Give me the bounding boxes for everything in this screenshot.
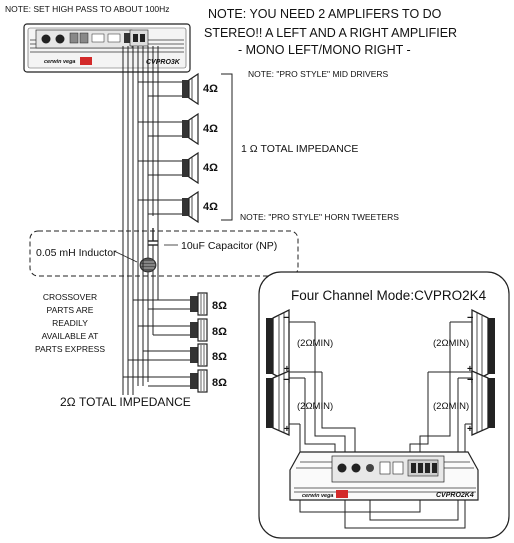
plus-mark: + [284, 424, 290, 435]
sub-top-right-label: (2ΩMIN) [433, 338, 469, 349]
amp-note-line2: STEREO!! A LEFT AND A RIGHT AMPLIFIER [204, 26, 457, 40]
brand-logo-text: cerwin vega [302, 493, 334, 499]
amp-note-line1: NOTE: YOU NEED 2 AMPLIFERS TO DO [208, 7, 442, 21]
mid-drivers-bracket [221, 73, 233, 221]
tweeter-speakers [190, 292, 208, 393]
subwoofer-bottom-right [471, 370, 495, 436]
mid-driver-2 [182, 112, 199, 146]
plus-mark: + [284, 364, 290, 375]
mid-driver-4-impedance: 4Ω [203, 201, 218, 213]
mid-driver-3-impedance: 4Ω [203, 162, 218, 174]
svg-text:READILY: READILY [52, 318, 88, 328]
mid-drivers-note: NOTE: "PRO STYLE" MID DRIVERS [248, 69, 388, 79]
subwoofer-bottom-left [266, 370, 290, 436]
tweeter-4 [190, 369, 208, 393]
svg-text:PARTS EXPRESS: PARTS EXPRESS [35, 344, 105, 354]
mid-driver-speakers [182, 72, 199, 224]
top-amp-model: CVPRO3K [146, 59, 181, 66]
mid-driver-wiring [122, 46, 182, 395]
sub-top-left-label: (2ΩMIN) [297, 338, 333, 349]
minus-mark: − [283, 374, 289, 386]
svg-text:CROSSOVER: CROSSOVER [43, 292, 97, 302]
four-channel-title: Four Channel Mode:CVPRO2K4 [291, 288, 487, 303]
mid-driver-2-impedance: 4Ω [203, 123, 218, 135]
plus-mark: + [467, 424, 473, 435]
brand-logo-text: cerwin vega [44, 59, 76, 65]
brand-logo-mark [80, 57, 92, 65]
mid-total-impedance: 1 Ω TOTAL IMPEDANCE [241, 143, 358, 155]
tweeter-3 [190, 343, 208, 367]
sub-bottom-left-label: (2ΩMIN) [297, 401, 333, 412]
tweeter-total-impedance: 2Ω TOTAL IMPEDANCE [60, 395, 191, 409]
inductor-symbol [139, 212, 157, 382]
subwoofer-top-left [266, 308, 290, 384]
polarity-marks: − + − + − + − + [283, 312, 473, 435]
plus-mark: + [467, 364, 473, 375]
inductor-leader [113, 250, 138, 263]
top-amplifier: cerwin vega CVPRO3K [23, 23, 191, 73]
horn-tweeters-note: NOTE: "PRO STYLE" HORN TWEETERS [240, 212, 399, 222]
sub-bottom-right-label: (2ΩMIN) [433, 401, 469, 412]
mid-driver-3 [182, 151, 199, 185]
tweeter-2-impedance: 8Ω [212, 326, 227, 338]
inductor-label: 0.05 mH Inductor [36, 247, 117, 259]
svg-text:PARTS ARE: PARTS ARE [47, 305, 94, 315]
amp-note-line3: - MONO LEFT/MONO RIGHT - [238, 43, 411, 57]
tweeter-3-impedance: 8Ω [212, 351, 227, 363]
subwoofer-top-right [471, 308, 495, 384]
svg-text:AVAILABLE AT: AVAILABLE AT [42, 331, 99, 341]
crossover-parts-note: CROSSOVER PARTS ARE READILY AVAILABLE AT… [35, 292, 105, 354]
tweeter-1-impedance: 8Ω [212, 300, 227, 312]
crossover-box [29, 230, 299, 277]
tweeter-2 [190, 318, 208, 342]
tweeter-wiring [123, 216, 190, 387]
mid-driver-1 [182, 72, 199, 106]
mid-driver-1-impedance: 4Ω [203, 83, 218, 95]
bottom-amplifier: cerwin vega CVPRO2K4 [289, 451, 479, 501]
tweeter-4-impedance: 8Ω [212, 377, 227, 389]
minus-mark: − [467, 312, 473, 324]
brand-logo-mark [336, 490, 348, 498]
minus-mark: − [467, 374, 473, 386]
minus-mark: − [283, 312, 289, 324]
mid-driver-4 [182, 190, 199, 224]
tweeter-1 [190, 292, 208, 316]
high-pass-note: NOTE: SET HIGH PASS TO ABOUT 100Hz [5, 4, 170, 14]
bottom-amp-model: CVPRO2K4 [436, 492, 474, 499]
capacitor-label: 10uF Capacitor (NP) [181, 240, 277, 252]
